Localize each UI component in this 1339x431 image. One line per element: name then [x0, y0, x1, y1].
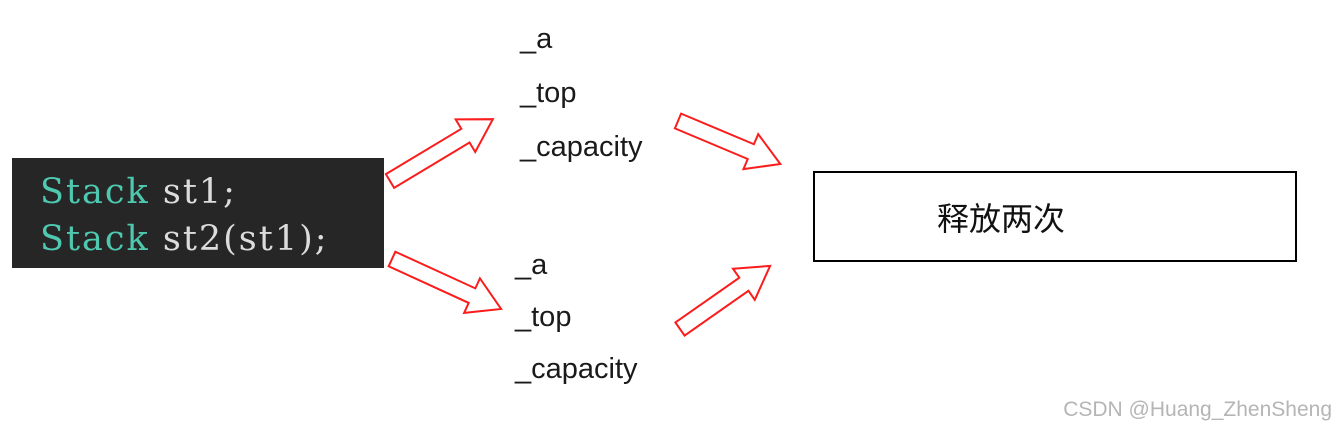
member-label-a: _a	[520, 23, 553, 55]
member-label-top: _top	[520, 77, 577, 109]
code-keyword: Stack	[40, 219, 150, 259]
arrow-top-object-to-result-icon	[673, 112, 783, 171]
object-members-st2: _a _top _capacity	[515, 248, 638, 404]
arrow-code-to-bottom-object-icon	[387, 250, 503, 315]
code-snippet: Stack st1; Stack st2(st1);	[12, 158, 384, 268]
watermark: CSDN @Huang_ZhenSheng	[1063, 398, 1332, 421]
code-text: st1;	[149, 172, 237, 212]
object-members-st1: _a _top _capacity	[520, 22, 643, 184]
member-label-capacity: _capacity	[520, 131, 643, 163]
result-label: 释放两次	[937, 200, 1066, 237]
code-line-1: Stack st1;	[40, 169, 384, 216]
arrow-code-to-top-object-icon	[384, 118, 495, 190]
arrow-bottom-object-to-result-icon	[674, 264, 772, 337]
code-line-2: Stack st2(st1);	[40, 216, 384, 263]
code-keyword: Stack	[40, 172, 150, 212]
result-box: 释放两次	[813, 171, 1297, 262]
member-label-a: _a	[515, 249, 548, 281]
member-label-top: _top	[515, 301, 572, 333]
member-label-capacity: _capacity	[515, 353, 638, 385]
code-text: st2(st1);	[149, 219, 329, 259]
